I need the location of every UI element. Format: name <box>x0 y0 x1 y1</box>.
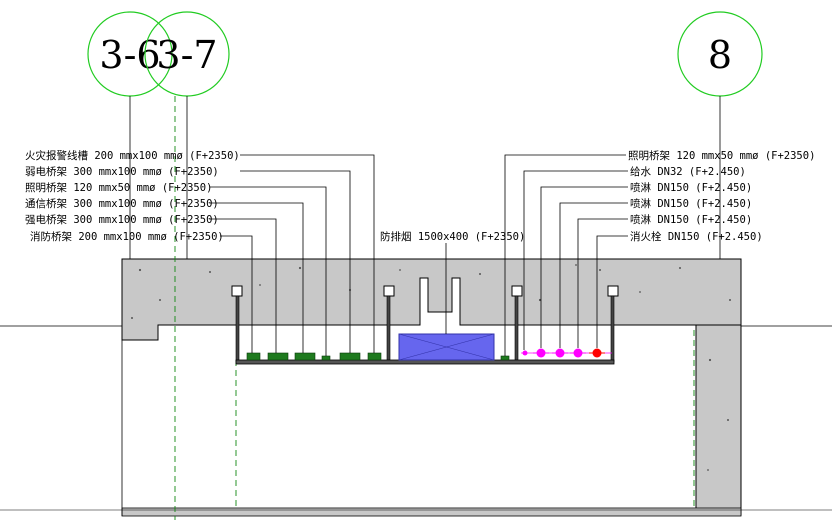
label-strong-current-tray: 强电桥架 300 mmx100 mmø (F+2350) <box>25 213 219 226</box>
support-channel <box>235 359 615 365</box>
grid-axis-left-b-label: 3-7 <box>156 33 217 77</box>
label-sprinkler-2: 喷淋 DN150 (F+2.450) <box>630 197 752 210</box>
grid-axis-right-label: 8 <box>708 33 732 77</box>
tray-strong-current <box>339 352 361 361</box>
grid-axis-left-b: 3-7 <box>144 11 230 97</box>
label-lighting-tray-right: 照明桥架 120 mmx50 mmø (F+2350) <box>628 150 815 162</box>
tray-lighting-right <box>500 355 510 361</box>
smoke-exhaust-duct <box>398 333 495 361</box>
label-communication-tray: 通信桥架 300 mmx100 mmø (F+2350) <box>25 198 219 210</box>
label-smoke-exhaust: 防排烟 1500x400 (F+2350) <box>380 230 525 243</box>
concrete-slab <box>121 258 742 341</box>
label-weak-current-tray: 弱电桥架 300 mmx100 mmø (F+2350) <box>25 165 219 178</box>
floor-band <box>121 507 742 517</box>
concrete-column-right <box>695 324 742 516</box>
left-labels: 火灾报警线槽 200 mmx100 mmø (F+2350) 弱电桥架 300 … <box>25 149 240 243</box>
tray-fire-alarm <box>246 352 261 361</box>
pipe-sprinkler-3 <box>570 348 586 358</box>
label-fire-alarm-trunking: 火灾报警线槽 200 mmx100 mmø (F+2350) <box>25 149 240 162</box>
pipe-hydrant <box>589 348 605 358</box>
label-water-supply: 给水 DN32 (F+2.450) <box>630 165 746 178</box>
tray-weak-current <box>267 352 289 361</box>
label-fire-protection-tray: 消防桥架 200 mmx100 mmø (F+2350) <box>30 230 224 243</box>
concrete-speckle <box>131 264 731 471</box>
pipe-sprinkler-2 <box>552 348 568 358</box>
label-lighting-tray: 照明桥架 120 mmx50 mmø (F+2350) <box>25 182 212 194</box>
tray-fire-protection <box>367 352 382 361</box>
right-leaders <box>504 154 628 356</box>
pipe-sprinkler-1 <box>533 348 549 358</box>
label-fire-hydrant: 消火栓 DN150 (F+2.450) <box>630 230 763 243</box>
label-sprinkler-3: 喷淋 DN150 (F+2.450) <box>630 213 752 226</box>
label-sprinkler-1: 喷淋 DN150 (F+2.450) <box>630 181 752 194</box>
tray-lighting <box>294 352 316 361</box>
grid-axis-right: 8 <box>677 11 763 97</box>
tray-communication <box>321 355 331 361</box>
grid-axis-left-a-label: 3-6 <box>99 33 160 77</box>
pipe-water-supply <box>522 350 528 356</box>
right-labels: 照明桥架 120 mmx50 mmø (F+2350) 给水 DN32 (F+2… <box>628 150 815 243</box>
left-leaders <box>210 154 375 356</box>
